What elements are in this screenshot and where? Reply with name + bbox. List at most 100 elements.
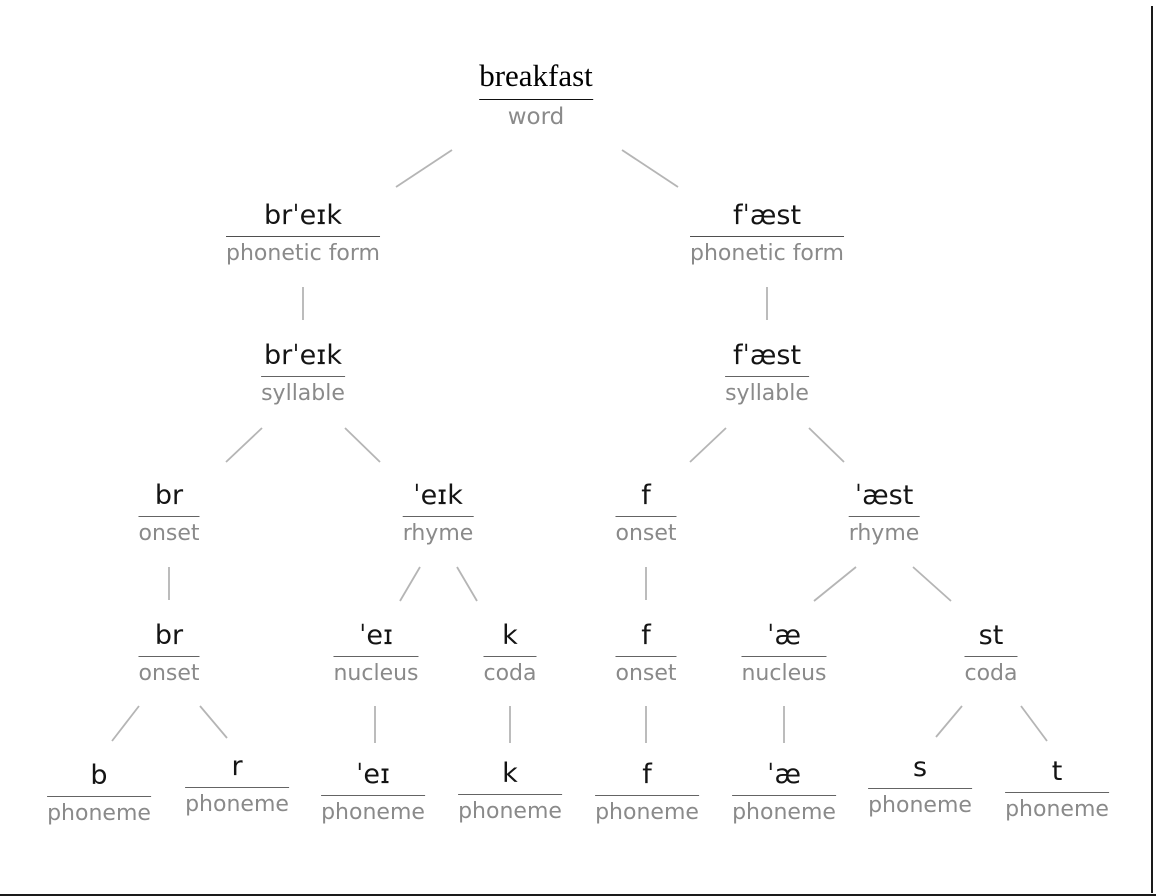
node-underline xyxy=(226,236,380,238)
node-label: onset xyxy=(615,521,677,547)
tree-edge xyxy=(912,566,952,602)
figure-border-bottom xyxy=(0,894,1156,896)
node-underline xyxy=(261,376,345,378)
node-label: rhyme xyxy=(848,521,920,547)
node-label: phoneme xyxy=(868,793,972,819)
node-underline xyxy=(47,796,151,798)
node-underline xyxy=(479,98,593,100)
node-label: nucleus xyxy=(333,661,419,687)
node-value: fˈæst xyxy=(732,200,802,231)
node-value: br xyxy=(154,480,184,511)
node-label: coda xyxy=(483,661,537,687)
tree-edge xyxy=(813,566,857,602)
tree-node-coda-11: k coda xyxy=(474,620,545,686)
node-value: k xyxy=(502,620,518,651)
node-value: f xyxy=(642,759,652,790)
tree-node-onset-12: f onset xyxy=(606,620,685,686)
node-underline xyxy=(848,516,920,518)
node-label: phoneme xyxy=(595,800,699,826)
node-value: fˈæst xyxy=(732,340,802,371)
node-underline xyxy=(402,516,474,518)
tree-node-rhyme-6: ˈeɪk rhyme xyxy=(394,480,483,546)
node-value: ˈæ xyxy=(767,759,801,790)
node-label: onset xyxy=(138,521,200,547)
tree-edge xyxy=(111,705,140,742)
node-label: coda xyxy=(964,661,1018,687)
node-value: t xyxy=(1051,756,1063,787)
tree-node-onset-5: br onset xyxy=(129,480,208,546)
node-underline xyxy=(595,795,699,797)
tree-node-coda-14: st coda xyxy=(955,620,1026,686)
node-value: ˈeɪ xyxy=(358,620,394,651)
node-label: phoneme xyxy=(1005,797,1109,823)
node-underline xyxy=(458,794,562,796)
node-underline xyxy=(732,795,836,797)
tree-edge xyxy=(1020,705,1048,742)
node-value: ˈæst xyxy=(854,480,914,511)
node-underline xyxy=(138,516,200,518)
node-value: s xyxy=(912,752,928,783)
node-value: br xyxy=(154,620,184,651)
node-label: onset xyxy=(615,661,677,687)
node-underline xyxy=(615,656,677,658)
tree-edge xyxy=(935,705,963,738)
node-underline xyxy=(333,656,419,658)
tree-node-phoneme-22: t phoneme xyxy=(996,756,1118,822)
node-label: phonetic form xyxy=(690,241,844,267)
node-underline xyxy=(964,656,1018,658)
node-label: nucleus xyxy=(741,661,827,687)
node-underline xyxy=(1005,792,1109,794)
tree-node-phoneme-19: f phoneme xyxy=(586,759,708,825)
tree-edge xyxy=(399,566,421,602)
node-value: r xyxy=(231,751,243,782)
tree-edge xyxy=(456,566,478,602)
tree-edge xyxy=(689,427,727,463)
tree-node-phoneme-17: ˈeɪ phoneme xyxy=(312,759,434,825)
node-underline xyxy=(138,656,200,658)
node-value: breakfast xyxy=(479,58,593,93)
node-value: ˈæ xyxy=(767,620,801,651)
tree-node-nucleus-13: ˈæ nucleus xyxy=(732,620,835,686)
tree-edge xyxy=(621,149,679,188)
node-label: phoneme xyxy=(185,792,289,818)
node-label: phonetic form xyxy=(226,241,380,267)
node-label: phoneme xyxy=(321,800,425,826)
tree-edge xyxy=(199,705,228,739)
tree-node-phonetic-form-2: fˈæst phonetic form xyxy=(681,200,853,266)
node-label: phoneme xyxy=(458,799,562,825)
tree-node-phoneme-15: b phoneme xyxy=(38,760,160,826)
tree-node-phoneme-16: r phoneme xyxy=(176,751,298,817)
node-value: b xyxy=(90,760,108,791)
node-underline xyxy=(185,787,289,789)
node-value: ˈeɪ xyxy=(355,759,391,790)
node-label: rhyme xyxy=(402,521,474,547)
tree-edge xyxy=(808,427,845,463)
tree-node-onset-7: f onset xyxy=(606,480,685,546)
tree-node-rhyme-8: ˈæst rhyme xyxy=(840,480,929,546)
tree-edge xyxy=(225,427,263,463)
node-label: syllable xyxy=(725,381,809,407)
node-value: ˈeɪk xyxy=(413,480,463,511)
node-underline xyxy=(741,656,827,658)
node-label: phoneme xyxy=(732,800,836,826)
node-value: f xyxy=(641,620,651,651)
node-underline xyxy=(725,376,809,378)
node-value: f xyxy=(641,480,651,511)
tree-node-syllable-4: fˈæst syllable xyxy=(716,340,818,406)
node-value: brˈeɪk xyxy=(264,340,342,371)
node-value: k xyxy=(502,758,518,789)
figure-border-right xyxy=(1151,6,1153,893)
tree-node-phoneme-18: k phoneme xyxy=(449,758,571,824)
node-underline xyxy=(868,788,972,790)
node-underline xyxy=(615,516,677,518)
node-underline xyxy=(690,236,844,238)
node-value: st xyxy=(978,620,1004,651)
node-label: word xyxy=(507,103,565,130)
tree-node-nucleus-10: ˈeɪ nucleus xyxy=(324,620,427,686)
tree-edge xyxy=(395,149,453,188)
node-label: phoneme xyxy=(47,801,151,827)
tree-node-phoneme-21: s phoneme xyxy=(859,752,981,818)
